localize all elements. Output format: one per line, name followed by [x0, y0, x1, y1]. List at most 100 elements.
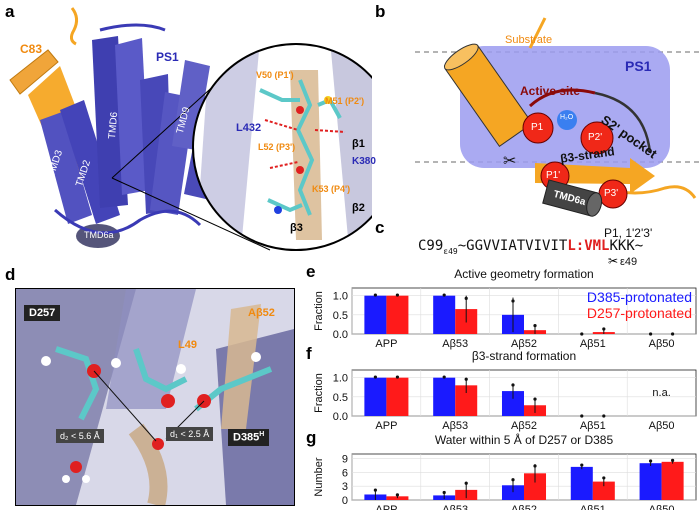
cleave-label: ε49	[620, 256, 638, 268]
label-p2p: P2'	[588, 132, 603, 143]
y-tick-f: 0.0	[333, 411, 348, 423]
panel-label-g: g	[306, 428, 317, 447]
x-tick-g: Aβ53	[442, 504, 468, 510]
seq-subscript: ε49	[443, 246, 458, 256]
legend-e-1: D257-protonated	[587, 305, 692, 321]
point-f-0-2	[511, 383, 515, 387]
label-p1p: P1'	[546, 170, 561, 181]
bar-e-0-1	[433, 295, 456, 334]
point-f-0-1	[442, 375, 446, 379]
point-f-1-2	[533, 397, 537, 401]
x-tick-g: Aβ50	[649, 504, 675, 510]
zoom-line-bottom	[111, 177, 271, 251]
y-tick-g: 6	[342, 467, 348, 479]
x-tick-f: Aβ52	[511, 420, 537, 432]
seq-prefix: C99	[418, 238, 444, 254]
label-tmd6a: TMD6a	[84, 230, 114, 240]
x-tick-e: Aβ50	[649, 338, 675, 350]
panel-a-structure	[9, 7, 372, 251]
p2p-circle	[580, 121, 614, 155]
point-g-0-3	[580, 463, 584, 467]
label-p1: P1	[531, 122, 544, 133]
point-e-1-4	[671, 332, 675, 336]
y-label-e: Fraction	[313, 291, 325, 331]
panel-label-c: c	[375, 218, 385, 237]
point-g-1-0	[395, 493, 400, 497]
point-e-1-0	[395, 293, 400, 297]
ps1-helices	[40, 23, 228, 248]
point-e-0-0	[373, 293, 377, 297]
label-c83: C83	[20, 42, 43, 56]
charts-efg: Active geometry formation 0.0 0.5 1.0 Fracti…	[313, 267, 697, 510]
bar-g-1-4	[661, 461, 684, 500]
label-l52: L52 (P3')	[258, 142, 296, 152]
panel-label-e: e	[306, 262, 316, 281]
bar-g-1-2	[524, 473, 547, 500]
seq-red-1: L	[567, 238, 576, 254]
bar-g-0-2	[501, 485, 524, 500]
point-g-1-2	[533, 464, 537, 468]
bar-g-0-3	[570, 466, 593, 500]
point-f-0-0	[373, 375, 377, 379]
x-tick-e: Aβ52	[511, 338, 537, 350]
label-d257: D257	[24, 305, 61, 321]
bar-f-1-0	[386, 377, 409, 416]
sequence-line: C99ε49~GGVVIATVIVITL:VMLKKK~	[418, 238, 644, 256]
point-g-0-1	[442, 490, 446, 495]
legend-e-0: D385-protonated	[587, 289, 692, 305]
label-v50: V50 (P1')	[256, 70, 294, 80]
x-tick-f: Aβ51	[580, 420, 606, 432]
y-tick-e: 0.0	[333, 329, 348, 341]
bar-e-1-0	[386, 295, 409, 334]
panel-b-schematic: ✂	[415, 17, 700, 217]
x-tick-f: Aβ53	[442, 420, 468, 432]
label-ps1: PS1	[156, 50, 179, 64]
point-g-0-4	[648, 459, 653, 463]
y-tick-f: 0.5	[333, 392, 348, 404]
point-e-0-3	[580, 332, 584, 336]
label-substrate: Substrate	[505, 34, 553, 46]
point-e-0-1	[442, 293, 446, 297]
chart-title-g: Water within 5 Å of D257 or D385	[435, 432, 614, 447]
point-g-1-1	[464, 481, 468, 485]
point-g-1-3	[602, 476, 606, 480]
x-tick-f: Aβ50	[649, 420, 675, 432]
label-k380: K380	[352, 156, 376, 167]
y-tick-g: 9	[342, 454, 348, 466]
panel-label-f: f	[306, 344, 312, 363]
label-d385-sup: H	[259, 431, 265, 438]
chart-title-f: β3-strand formation	[472, 349, 576, 363]
label-l49: L49	[178, 339, 197, 351]
y-tick-g: 3	[342, 481, 348, 493]
x-tick-f: APP	[375, 420, 397, 432]
y-tick-e: 0.5	[333, 310, 348, 322]
label-m51: M51 (P2')	[325, 96, 365, 106]
chart-title-e: Active geometry formation	[454, 267, 593, 281]
point-f-1-0	[395, 375, 400, 379]
active-site-arc	[528, 88, 596, 108]
y-tick-g: 0	[342, 495, 348, 507]
point-e-1-3	[602, 327, 606, 331]
seq-end: KKK~	[609, 238, 644, 254]
label-beta2: β2	[352, 202, 365, 214]
bar-f-0-0	[364, 377, 387, 416]
label-abeta52: Aβ52	[248, 307, 275, 319]
label-beta1: β1	[352, 138, 365, 150]
point-g-0-0	[373, 488, 377, 492]
label-d2: d₂ < 5.6 Å	[56, 429, 104, 443]
bar-e-0-0	[364, 295, 387, 334]
label-d385-text: D385	[233, 431, 260, 444]
y-tick-e: 1.0	[333, 291, 348, 303]
p1-circle	[522, 112, 554, 144]
x-tick-g: Aβ51	[580, 504, 606, 510]
bar-f-0-2	[501, 391, 524, 416]
point-e-1-1	[464, 296, 468, 300]
tmd6a-cylinder	[542, 179, 603, 217]
bar-f-1-1	[455, 385, 478, 416]
label-h2o: H₂O	[560, 114, 574, 121]
panel-label-a: a	[5, 2, 15, 21]
label-k53: K53 (P4')	[312, 184, 351, 194]
bar-f-0-1	[433, 377, 456, 416]
x-tick-g: APP	[375, 504, 397, 510]
seq-red-2: VML	[584, 238, 610, 254]
